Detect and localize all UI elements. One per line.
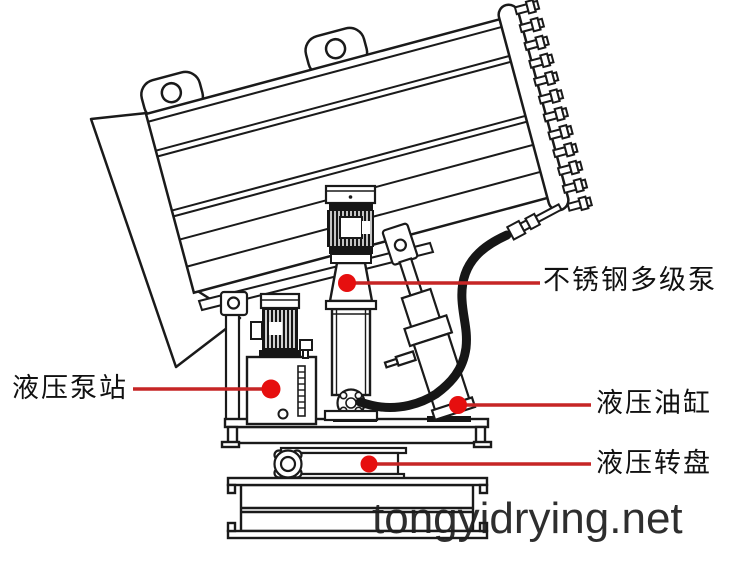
label-hydraulic-turntable: 液压转盘 [596,448,712,478]
multistage-pump-icon [323,184,379,422]
watermark-text: tongyidrying.net [372,494,683,543]
pump-motor-icon [324,184,377,254]
cylinder-gasket [427,416,471,422]
label-hydraulic-pump-station: 液压泵站 [12,373,128,403]
station-motor-icon [250,292,313,359]
hydraulic-pump-station-icon [245,292,318,426]
water-hose-icon [355,230,512,412]
label-hydraulic-cylinder: 液压油缸 [596,388,712,418]
label-multistage-pump: 不锈钢多级泵 [543,265,717,295]
water-feed-pipe-icon [505,202,563,241]
base-frame-icon [226,476,489,540]
rotary-motor-icon [273,449,303,479]
support-column-icon [219,290,249,425]
callout-lines [133,274,591,473]
